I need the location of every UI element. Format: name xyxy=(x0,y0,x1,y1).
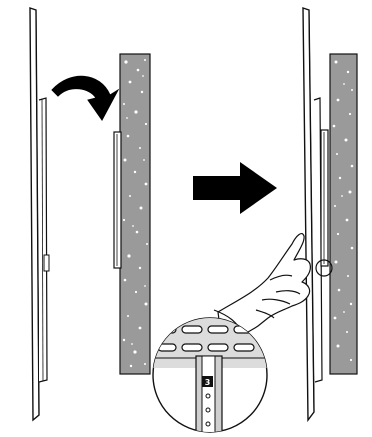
tv-panel-right xyxy=(302,7,315,423)
detail-marker-circle xyxy=(315,259,333,277)
right-arrow xyxy=(193,162,277,214)
wall-right xyxy=(329,53,358,375)
tv-back-bracket-right xyxy=(313,97,329,383)
wall-left xyxy=(119,53,151,375)
curved-arrow xyxy=(51,75,120,121)
detail-magnifier: 3 xyxy=(152,317,268,433)
tv-back-bracket-left xyxy=(38,97,50,383)
tv-panel-left xyxy=(29,7,40,422)
wall-bracket-left xyxy=(113,131,122,269)
detail-callout-label: 3 xyxy=(205,378,211,387)
